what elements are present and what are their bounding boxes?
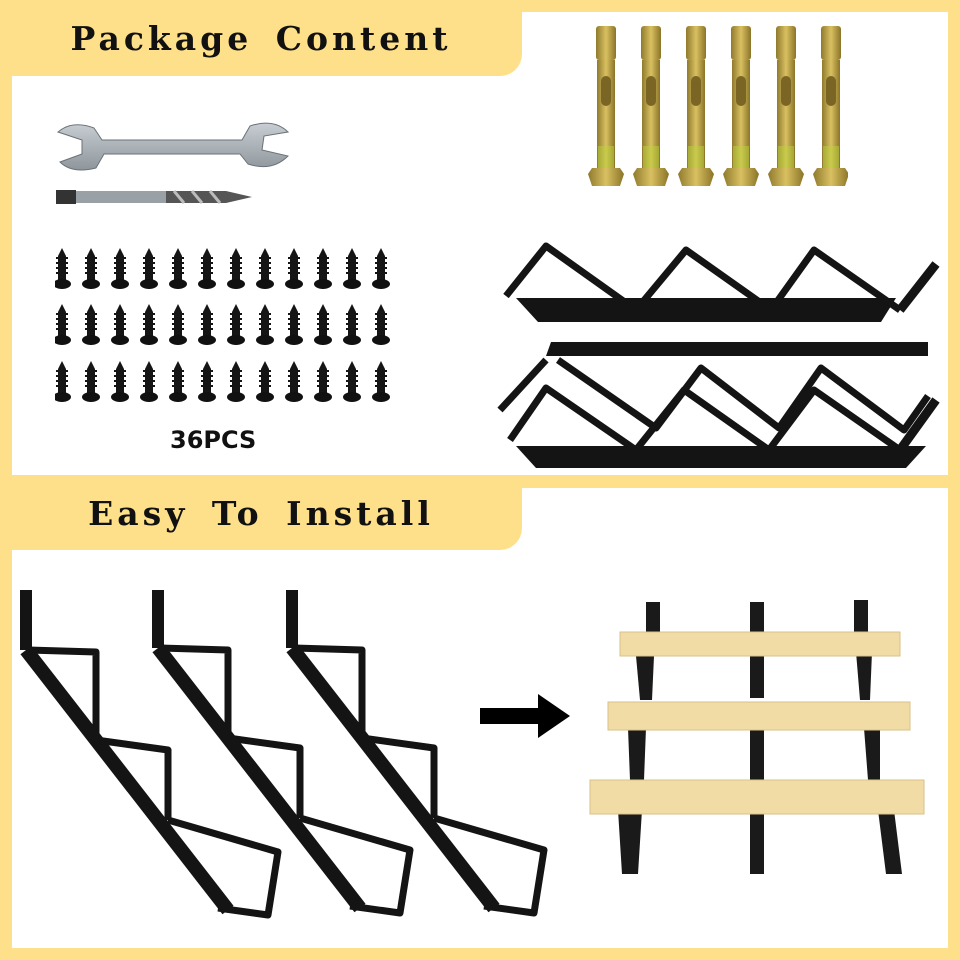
- package-content-title: Package Content: [70, 18, 452, 58]
- arrow-right-icon: [480, 692, 572, 740]
- screws-grid: [55, 248, 400, 413]
- easy-install-title: Easy To Install: [88, 493, 434, 533]
- stair-stringers-image: [496, 238, 946, 470]
- anchor-bolts-image: [588, 26, 848, 192]
- assembled-stairs-image: [588, 600, 928, 880]
- screws-count-label: 36PCS: [170, 426, 257, 454]
- package-content-tab: Package Content: [0, 0, 522, 76]
- unassembled-stringers-image: [18, 590, 578, 930]
- drill-bit-image: [56, 186, 256, 208]
- wrench-image: [52, 118, 292, 178]
- easy-install-tab: Easy To Install: [0, 476, 522, 550]
